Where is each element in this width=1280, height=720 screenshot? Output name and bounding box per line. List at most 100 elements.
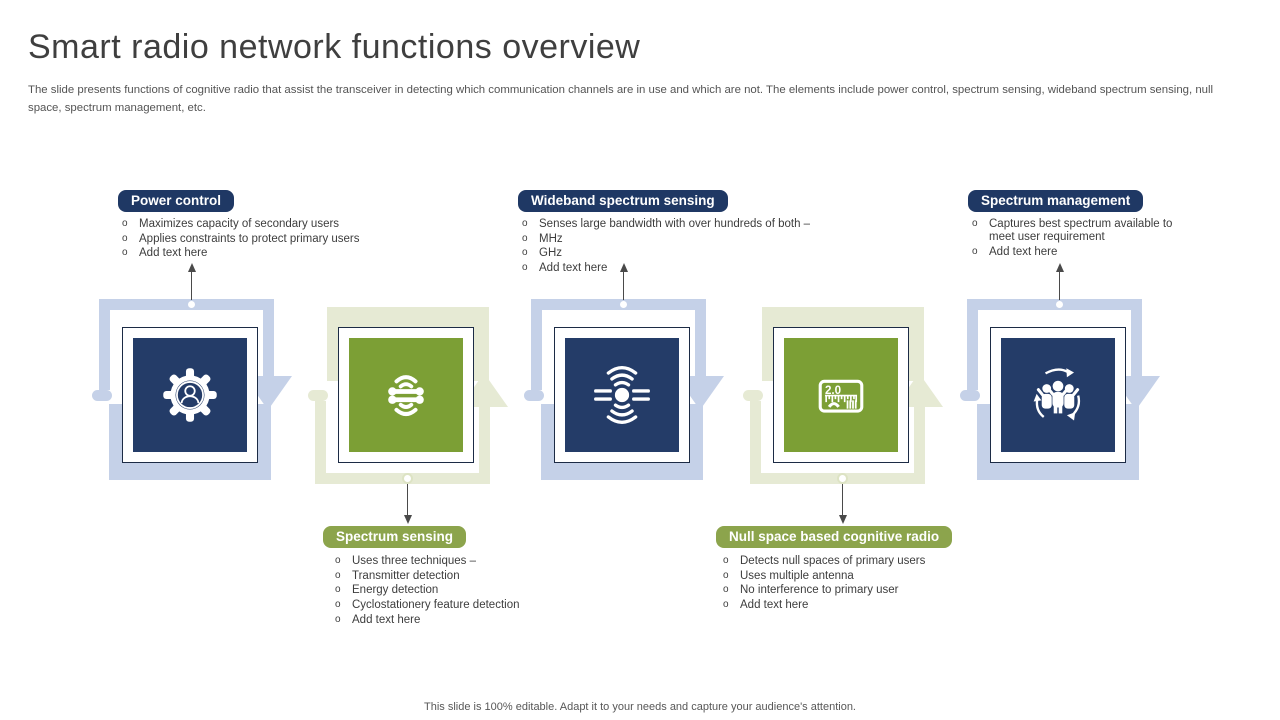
spectrum-signal-icon [388, 375, 424, 417]
bullet-marker: o [335, 599, 341, 611]
bullet-marker: o [335, 569, 341, 581]
bullet-marker: o [122, 247, 128, 259]
list-item: o Uses three techniques – [333, 555, 613, 568]
connector-line [623, 272, 624, 300]
frame-right-bar [263, 310, 274, 376]
bullet-marker: o [723, 569, 729, 581]
list-item: o GHz [520, 247, 840, 260]
bullet-marker: o [972, 245, 978, 257]
bullet-text: Maximizes capacity of secondary users [139, 218, 340, 230]
list-item: o Add text here [970, 246, 1182, 259]
connector-arrow-up-icon [1056, 263, 1064, 272]
footer-note: This slide is 100% editable. Adapt it to… [424, 701, 856, 713]
connector-line [1059, 272, 1060, 300]
function-header: Power control [118, 190, 235, 212]
icon-card [122, 327, 258, 463]
bullet-text: Applies constraints to protect primary u… [139, 232, 360, 245]
frame-right-bar [695, 310, 706, 376]
spectrum-management-tile [1001, 338, 1115, 452]
list-item: o Cyclostationery feature detection [333, 599, 613, 612]
meter-icon: 2.0 [818, 379, 864, 413]
connector-node [186, 299, 197, 310]
connector-node [837, 473, 848, 484]
frame-left-bar [531, 299, 542, 390]
connector-line [407, 484, 408, 515]
bullet-marker: o [522, 247, 528, 259]
list-item: o No interference to primary user [721, 584, 1001, 597]
frame-start-pill [92, 390, 112, 401]
list-item: o Applies constraints to protect primary … [120, 233, 400, 246]
frame-start-pill [743, 390, 763, 401]
icon-card [554, 327, 690, 463]
meter-value: 2.0 [825, 384, 841, 397]
icon-card: 2.0 [773, 327, 909, 463]
slide-description: The slide presents functions of cognitiv… [28, 84, 1214, 114]
connector-arrow-up-icon [620, 263, 628, 272]
connector-node [402, 473, 413, 484]
frame-left-bar [967, 299, 978, 390]
bullet-marker: o [122, 218, 128, 229]
frame-start-pill [524, 390, 544, 401]
bullet-text: Detects null spaces of primary users [740, 555, 926, 567]
frame-start-pill [960, 390, 980, 401]
list-item: o Add text here [333, 614, 613, 627]
frame-left-bar [99, 299, 110, 390]
bullet-text: No interference to primary user [740, 584, 899, 597]
bullet-text: Add text here [352, 613, 421, 626]
list-item: o Transmitter detection [333, 570, 613, 583]
power-control-tile [133, 338, 247, 452]
list-item: o Detects null spaces of primary users [721, 555, 1001, 568]
bullet-marker: o [335, 584, 341, 596]
bullet-list: o Maximizes capacity of secondary users o… [120, 218, 400, 262]
gear-user-icon [163, 368, 217, 422]
function-header: Wideband spectrum sensing [518, 190, 728, 212]
bullet-text: Uses three techniques – [352, 555, 477, 567]
list-item: o Maximizes capacity of secondary users [120, 218, 400, 231]
bullet-text: GHz [539, 247, 562, 260]
frame-right-bar [914, 407, 925, 473]
connector-line [842, 484, 843, 515]
connector-node [1054, 299, 1065, 310]
connector-arrow-up-icon [188, 263, 196, 272]
frame-left-bar [315, 401, 326, 484]
bullet-text: Transmitter detection [352, 569, 460, 582]
connector-arrow-down-icon [839, 515, 847, 524]
bullet-marker: o [122, 232, 128, 244]
wideband-wave-icon [594, 366, 650, 424]
spectrum-sensing-tile [349, 338, 463, 452]
bullet-text: Uses multiple antenna [740, 569, 854, 582]
function-header: Spectrum management [968, 190, 1144, 212]
wideband-tile [565, 338, 679, 452]
function-header: Spectrum sensing [323, 526, 467, 548]
connector-line [191, 272, 192, 300]
bullet-marker: o [522, 232, 528, 244]
people-cycle-icon [1033, 368, 1081, 421]
frame-start-pill [308, 390, 328, 401]
connector-node [618, 299, 629, 310]
bullet-marker: o [723, 555, 729, 566]
bullet-marker: o [335, 555, 341, 566]
bullet-list: o Senses large bandwidth with over hundre… [520, 218, 840, 277]
bullet-marker: o [972, 218, 978, 229]
page-title: Smart radio network functions overview [28, 28, 641, 66]
bullet-marker: o [723, 584, 729, 596]
connector-arrow-down-icon [404, 515, 412, 524]
bullet-text: Cyclostationery feature detection [352, 599, 520, 612]
bullet-text: MHz [539, 232, 563, 245]
list-item: o MHz [520, 233, 840, 246]
null-space-tile: 2.0 [784, 338, 898, 452]
bullet-marker: o [335, 613, 341, 625]
bullet-text: Energy detection [352, 584, 439, 597]
bullet-text: Add text here [989, 245, 1058, 258]
bullet-marker: o [522, 262, 528, 274]
bullet-text: Senses large bandwidth with over hundred… [539, 218, 811, 230]
